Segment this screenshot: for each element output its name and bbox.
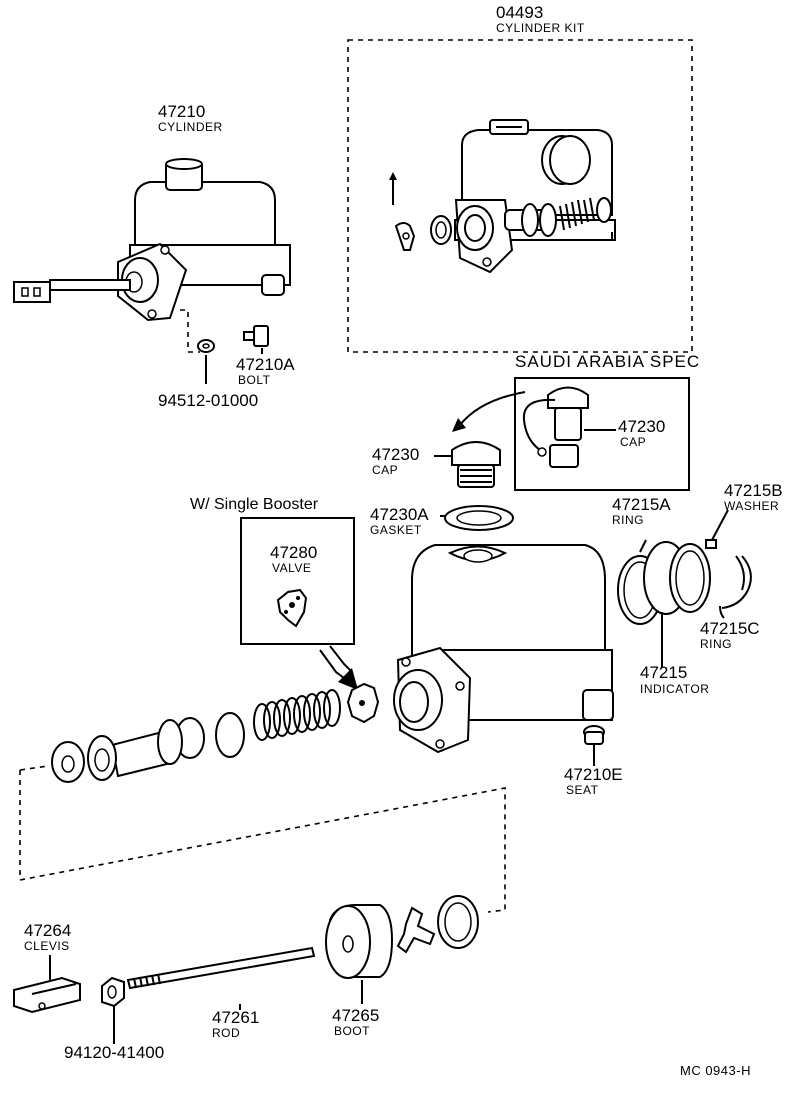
cap-part-name: CAP	[372, 463, 399, 477]
retainer-icon	[396, 906, 436, 954]
ring-a-part-number: 47215A	[612, 495, 671, 514]
saudi-cap-47230-icon	[522, 386, 616, 468]
bolt-part-number: 47210A	[236, 355, 295, 374]
rod-part-name: ROD	[212, 1026, 241, 1040]
ring-c-part-name: RING	[700, 637, 732, 651]
cylinder-part-name: CYLINDER	[158, 120, 223, 134]
main-cylinder-icon	[393, 544, 614, 754]
clevis-part-name: CLEVIS	[24, 939, 70, 953]
indicator-rings-icon	[617, 509, 752, 668]
seal-ring-icon	[437, 895, 479, 949]
ring-a-part-name: RING	[612, 513, 644, 527]
saudi-spec-frame	[514, 377, 690, 491]
indicator-part-name: INDICATOR	[640, 682, 710, 696]
indicator-part-number: 47215	[640, 663, 688, 682]
valve-arrow-icon	[319, 645, 358, 690]
ring-c-part-number: 47215C	[700, 619, 760, 638]
cap-part-number: 47230	[372, 445, 420, 464]
kit-pin-icon	[389, 172, 416, 251]
piston-cup-icon	[51, 741, 85, 783]
kit-cylinder-icon	[454, 119, 616, 241]
nut-part-number: 94120-41400	[64, 1043, 165, 1062]
saudi-cap-part-name: CAP	[620, 435, 647, 449]
boot-47265-icon	[325, 904, 394, 1004]
washer-part-number: 94512-01000	[158, 391, 259, 410]
cup-icon	[215, 712, 245, 758]
spring-icon	[253, 689, 341, 741]
seat-47210E-icon	[583, 725, 605, 766]
saudi-spec-note: SAUDI ARABIA SPEC	[515, 352, 701, 371]
kit-part-name: CYLINDER KIT	[496, 21, 585, 35]
rod-assembly-dashed-top	[19, 765, 49, 771]
boot-part-name: BOOT	[334, 1024, 371, 1038]
cylinder-part-number: 47210	[158, 102, 206, 121]
seat-part-number: 47210E	[564, 765, 623, 784]
diagram-reference-code: MC 0943-H	[680, 1063, 751, 1078]
single-booster-note: W/ Single Booster	[190, 496, 319, 513]
bolt-47210A-icon	[243, 325, 269, 354]
valve-part-name: VALVE	[272, 561, 312, 575]
cap-47230-icon	[434, 441, 501, 488]
single-booster-frame	[240, 517, 355, 645]
cylinder-leader-dashed	[180, 309, 200, 353]
kit-piston-assembly-icon	[430, 197, 613, 274]
gasket-47230A-icon	[440, 505, 514, 531]
rod-part-number: 47261	[212, 1008, 260, 1027]
seat-part-name: SEAT	[566, 783, 599, 797]
washer-94512-icon	[197, 339, 215, 384]
gasket-part-name: GASKET	[370, 523, 422, 537]
rod-assembly-dashed-frame	[19, 770, 506, 913]
gasket-part-number: 47230A	[370, 505, 429, 524]
bolt-part-name: BOLT	[238, 373, 271, 387]
washer-b-part-name: WASHER	[724, 499, 780, 513]
clevis-47264-icon	[13, 955, 81, 1014]
saudi-cap-part-number: 47230	[618, 417, 666, 436]
saudi-arrow-icon	[452, 391, 526, 432]
kit-part-number: 04493	[496, 3, 544, 22]
washer-b-part-number: 47215B	[724, 481, 783, 500]
valve-47280-icon	[276, 588, 308, 628]
nut-94120-icon	[101, 976, 125, 1044]
rod-47261-icon	[126, 946, 316, 1010]
valve-part-number: 47280	[270, 543, 318, 562]
check-valve-icon	[346, 682, 380, 724]
piston-icon	[87, 717, 205, 781]
kit-dashed-frame	[347, 39, 693, 353]
cylinder-47210-icon	[13, 158, 291, 322]
boot-part-number: 47265	[332, 1006, 380, 1025]
clevis-part-number: 47264	[24, 921, 72, 940]
